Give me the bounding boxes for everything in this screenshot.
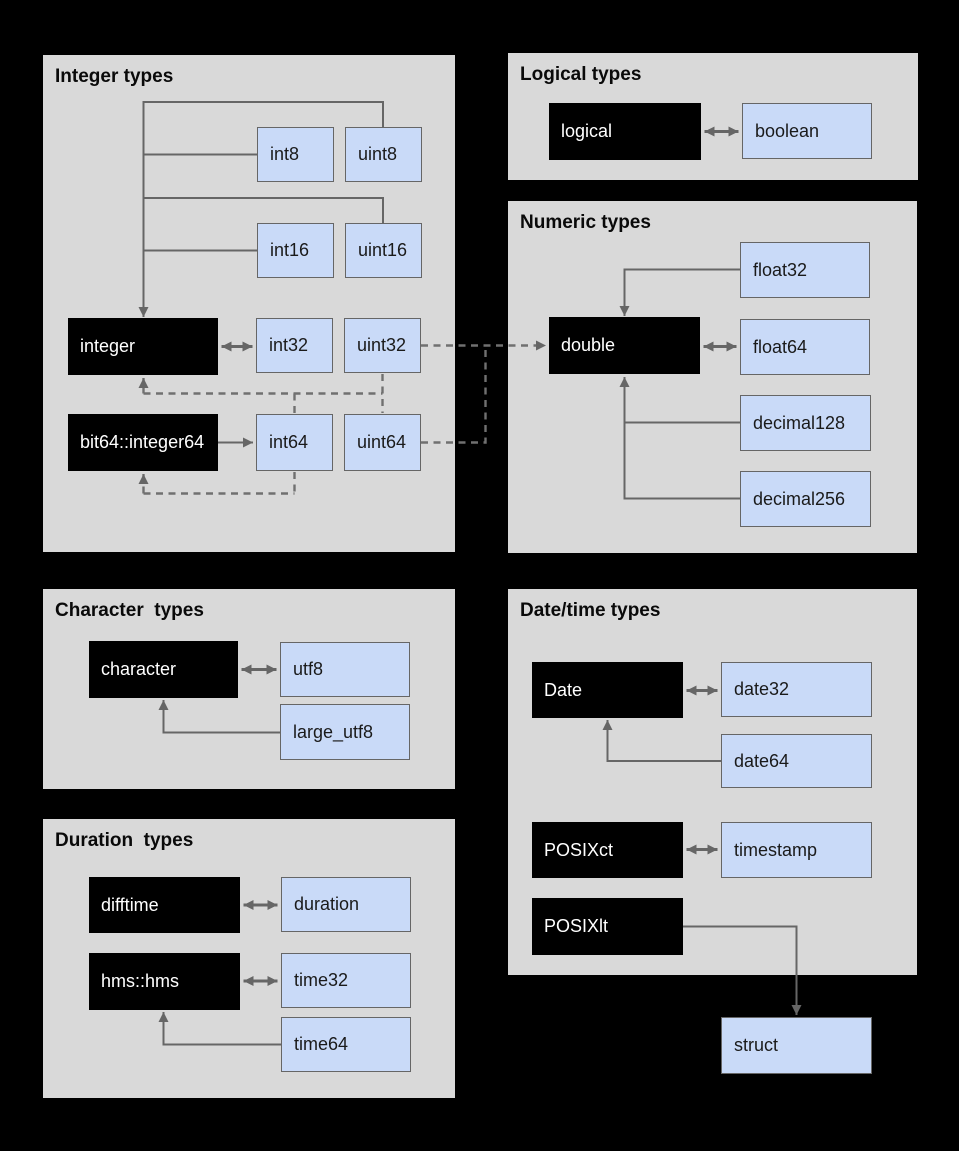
node-uint64: uint64 <box>344 414 421 471</box>
panel-duration-title: Duration types <box>55 830 194 851</box>
node-date64: date64 <box>721 734 872 788</box>
node-time64: time64 <box>281 1017 411 1072</box>
connector-float32-double <box>619 268 740 316</box>
node-uint16: uint16 <box>345 223 422 278</box>
node-float32: float32 <box>740 242 870 298</box>
node-decimal128: decimal128 <box>740 395 871 451</box>
node-date: Date <box>532 662 683 718</box>
node-duration: duration <box>281 877 411 932</box>
node-int8: int8 <box>257 127 334 182</box>
connector-time64-hms <box>158 1012 281 1046</box>
node-float64: float64 <box>740 319 870 375</box>
node-date32: date32 <box>721 662 872 717</box>
node-utf8: utf8 <box>280 642 410 697</box>
node-time32: time32 <box>281 953 411 1008</box>
node-timestamp: timestamp <box>721 822 872 878</box>
connector-dashed-to-integer <box>138 374 384 413</box>
node-int64: int64 <box>256 414 333 471</box>
node-large-utf8: large_utf8 <box>280 704 410 760</box>
panel-numeric-title: Numeric types <box>520 212 651 233</box>
node-hms: hms::hms <box>89 953 240 1010</box>
node-int32: int32 <box>256 318 333 373</box>
connector-decimals-double <box>619 377 740 500</box>
panel-datetime-title: Date/time types <box>520 600 661 621</box>
node-logical: logical <box>549 103 701 160</box>
node-uint8: uint8 <box>345 127 422 182</box>
panel-logical-title: Logical types <box>520 64 642 85</box>
node-posixct: POSIXct <box>532 822 683 878</box>
connector-posixlt-struct <box>683 925 802 1015</box>
node-difftime: difftime <box>89 877 240 933</box>
connector-large-utf8-character <box>158 700 280 734</box>
connector-small-ints-to-integer <box>138 101 384 317</box>
node-character: character <box>89 641 238 698</box>
node-struct: struct <box>721 1017 872 1074</box>
panel-character-title: Character types <box>55 600 204 621</box>
node-double: double <box>549 317 700 374</box>
node-decimal256: decimal256 <box>740 471 871 527</box>
node-posixlt: POSIXlt <box>532 898 683 955</box>
node-integer64: bit64::integer64 <box>68 414 218 471</box>
node-boolean: boolean <box>742 103 872 159</box>
node-uint32: uint32 <box>344 318 421 373</box>
node-integer: integer <box>68 318 218 375</box>
panel-integer-title: Integer types <box>55 66 174 87</box>
connector-dashed-int64-to-integer64 <box>138 472 296 495</box>
connector-date64-date <box>602 720 721 762</box>
connector-uint32-uint64-to-double <box>421 340 546 444</box>
node-int16: int16 <box>257 223 334 278</box>
